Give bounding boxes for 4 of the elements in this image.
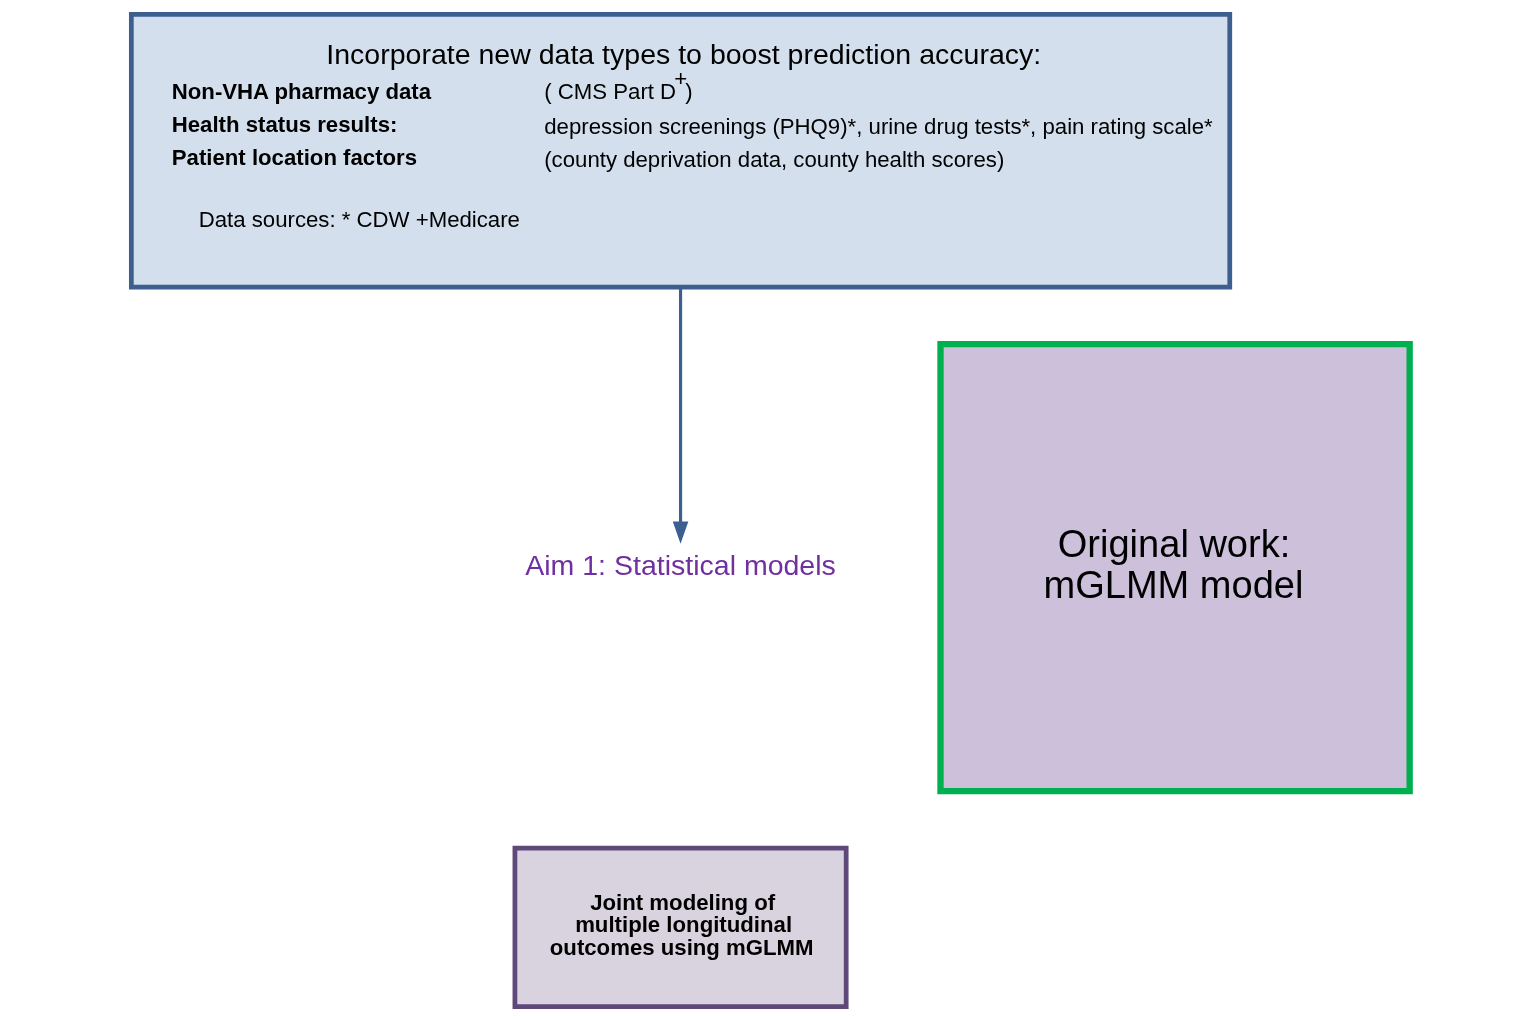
node-text: Aim 1: Statistical models bbox=[524, 548, 836, 581]
node-box: Original work: mGLMM model bbox=[936, 340, 1413, 795]
node-box: Joint modeling of multiple longitudinal outcomes using mGLMM bbox=[512, 845, 849, 1009]
arrow bbox=[672, 287, 688, 544]
